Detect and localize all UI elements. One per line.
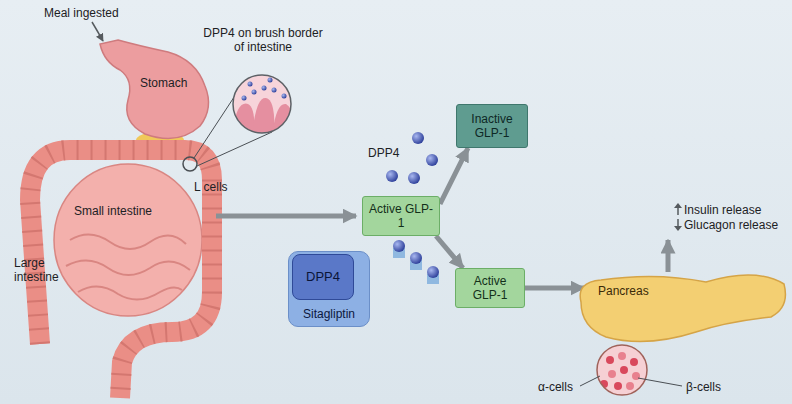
flow-arrow [525,286,584,291]
leader-line [638,378,682,386]
sitagliptin-shape: Sitagliptin DPP4 [288,251,370,327]
islet-outline [597,345,647,395]
dpp4-box: DPP4 [292,254,354,300]
node-text: Inactive GLP-1 [461,112,523,140]
pancreas-organ: Pancreas [576,262,790,350]
stomach [100,40,209,139]
increase-arrow [674,203,682,208]
decrease-arrow [674,226,682,231]
node-text: DPP4 [306,270,340,284]
node-text: Active GLP-1 [367,202,435,230]
intestine-coil [70,234,186,249]
zoom-marker [183,157,197,171]
pancreas-shape [576,262,790,350]
effect-label: Insulin release [684,203,761,217]
organ-label: Large intestine [14,256,62,284]
enzyme-label: DPP4 [368,146,399,160]
brush-border-zoom [230,72,294,136]
dpp4-enzyme [426,154,438,166]
meal-arrow [92,22,103,41]
cell-label: β-cells [686,380,721,394]
leader-line [580,376,600,386]
dpp4-enzyme [393,240,405,252]
zoom-outline [233,75,291,133]
output-arrow [666,240,671,272]
dpp4-enzyme [408,172,420,184]
pancreas-outline [580,275,785,342]
increase-arrow [677,207,679,215]
input-label: Meal ingested [44,6,119,20]
effect-label: Glucagon release [684,218,778,232]
dpp4-enzyme [412,132,424,144]
cell-label: L cells [194,180,228,194]
active-glp1-box: Active GLP-1 [455,268,525,308]
dpp4-enzyme [386,170,398,182]
zoom-label: DPP4 on brush border of intestine [202,26,324,54]
active-glp1-box: Active GLP-1 [362,196,440,236]
dpp4-enzyme [427,266,439,278]
flow-arrow [440,148,468,204]
intestine-coil [78,286,182,299]
intestine-coil [66,260,190,275]
node-text: Sitagliptin [289,307,369,321]
node-text: Active GLP-1 [460,274,520,302]
decrease-arrow [677,219,679,227]
node-text: Pancreas [598,284,649,298]
cell-label: α-cells [538,380,573,394]
flow-arrow [436,236,463,268]
dpp4-enzyme [410,252,422,264]
organ-label: Stomach [140,76,187,90]
islet-zoom [596,344,648,396]
inactive-glp1-box: Inactive GLP-1 [456,104,528,148]
organ-label: Small intestine [74,204,152,218]
zoom-line [197,132,272,166]
small-intestine [54,164,202,316]
secretion-arrow [216,214,356,219]
